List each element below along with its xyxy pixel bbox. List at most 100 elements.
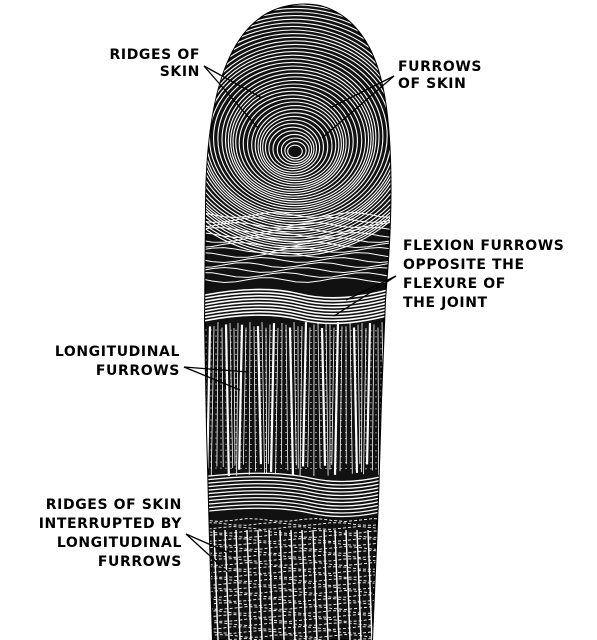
longitudinal-furrow xyxy=(299,326,303,476)
wavy-ridge xyxy=(205,216,391,224)
whorl-ridge xyxy=(205,33,391,233)
cross-ridge xyxy=(205,389,391,392)
bottom-longitudinal-furrow xyxy=(301,529,307,640)
interrupted-ridge xyxy=(205,530,388,534)
longitudinal-furrow xyxy=(261,322,265,474)
bottom-longitudinal-furrow xyxy=(224,529,230,640)
longitudinal-furrow xyxy=(331,327,335,465)
whorl-ridge xyxy=(205,11,391,247)
whorl-ridge xyxy=(254,108,337,183)
lower-flexion-furrow xyxy=(205,475,391,486)
cross-ridge xyxy=(205,449,391,452)
interrupted-ridge xyxy=(205,590,388,594)
label-line: THE JOINT xyxy=(403,295,488,311)
label-line: FURROWS xyxy=(398,59,483,75)
flexion-furrow xyxy=(205,287,391,299)
interrupted-ridge xyxy=(205,614,388,618)
longitudinal-furrow xyxy=(363,327,367,475)
bottom-longitudinal-furrow xyxy=(235,529,241,640)
label-line: OF SKIN xyxy=(398,76,467,92)
whorl-ridge xyxy=(247,101,342,187)
interrupted-ridge xyxy=(205,622,388,626)
interrupted-ridge xyxy=(205,534,388,538)
longitudinal-furrow xyxy=(269,323,276,473)
longitudinal-furrow xyxy=(224,324,230,476)
cross-ridge xyxy=(205,455,391,458)
wavy-ridge xyxy=(205,266,391,274)
whorl-ridge xyxy=(212,65,374,211)
whorl-ridge xyxy=(224,76,367,204)
interrupted-ridge xyxy=(205,606,388,610)
cross-ridge xyxy=(205,425,391,428)
label-line: LONGITUDINAL xyxy=(56,535,182,551)
whorl-ridge xyxy=(232,87,354,197)
interrupted-ridge xyxy=(205,526,388,530)
whorl-ridge xyxy=(251,105,340,185)
interrupted-ridge xyxy=(205,578,388,582)
cross-ridge xyxy=(205,329,391,332)
cross-ridge xyxy=(205,335,391,338)
label-longitudinal-furrows: LONGITUDINAL FURROWS xyxy=(24,343,180,381)
whorl-ridge xyxy=(205,51,388,221)
whorl-ridge xyxy=(205,7,391,250)
cross-ridge xyxy=(205,377,391,380)
flexion-furrow xyxy=(205,312,391,325)
wavy-ridge xyxy=(205,221,391,229)
bottom-longitudinal-furrow xyxy=(246,529,252,640)
whorl-ridge xyxy=(287,144,303,159)
interrupted-ridge xyxy=(205,558,388,562)
interrupted-ridge xyxy=(205,602,388,606)
interrupted-ridge xyxy=(205,574,388,578)
interrupted-ridge xyxy=(205,594,388,598)
wavy-ridge xyxy=(205,246,391,254)
flexion-furrows-band-lower xyxy=(205,472,391,518)
flexion-furrow xyxy=(205,303,391,315)
cross-ridge xyxy=(205,443,391,446)
whorl-ridge xyxy=(230,83,359,199)
longitudinal-furrow xyxy=(275,327,279,475)
interrupted-ridge xyxy=(205,554,388,558)
whorl-ridge xyxy=(221,72,370,207)
wavy-ridge xyxy=(205,236,391,244)
leader-interrupted-1 xyxy=(185,533,237,557)
interrupted-ridge xyxy=(205,518,388,522)
longitudinal-furrow xyxy=(265,327,268,473)
lower-flexion-furrow xyxy=(205,489,391,500)
longitudinal-furrow xyxy=(216,322,219,467)
whorl-ridge xyxy=(257,112,333,180)
interrupted-ridge xyxy=(205,562,388,566)
lower-flexion-furrow xyxy=(205,486,391,497)
cross-ridge xyxy=(205,359,391,362)
whorl-ridge xyxy=(205,36,391,231)
longitudinal-furrow xyxy=(285,324,289,471)
leader-ridges-1 xyxy=(203,65,263,99)
longitudinal-furrow xyxy=(210,326,215,476)
cross-ridge xyxy=(205,341,391,344)
flexion-furrow xyxy=(205,300,391,312)
label-line: INTERRUPTED BY xyxy=(38,516,182,532)
longitudinal-furrow xyxy=(339,326,343,472)
interrupted-ridge xyxy=(205,598,388,602)
cross-ridge xyxy=(205,419,391,422)
whorl-ridge xyxy=(284,141,307,161)
cross-ridge xyxy=(205,413,391,416)
whorl-ridge xyxy=(264,123,321,173)
whorl-ridge xyxy=(205,15,391,245)
label-furrows-of-skin: FURROWS OF SKIN xyxy=(398,59,482,93)
flexion-furrow xyxy=(205,309,391,322)
label-line: FLEXURE OF xyxy=(403,276,506,292)
leader-flexion-2 xyxy=(333,275,397,317)
longitudinal-furrow xyxy=(229,323,234,469)
label-line: RIDGES OF xyxy=(109,47,200,63)
wavy-ridge xyxy=(205,211,391,219)
interrupted-ridge xyxy=(205,618,388,622)
bottom-longitudinal-furrow xyxy=(312,529,318,640)
whorl-ridge xyxy=(205,18,391,243)
cross-ridge xyxy=(205,467,391,470)
longitudinal-furrow xyxy=(352,327,359,473)
bottom-longitudinal-furrow xyxy=(345,529,351,640)
longitudinal-furrow xyxy=(206,326,212,469)
whorl-ridge xyxy=(242,97,345,190)
whorl-ridge xyxy=(259,115,329,178)
interrupted-ridge xyxy=(205,582,388,586)
